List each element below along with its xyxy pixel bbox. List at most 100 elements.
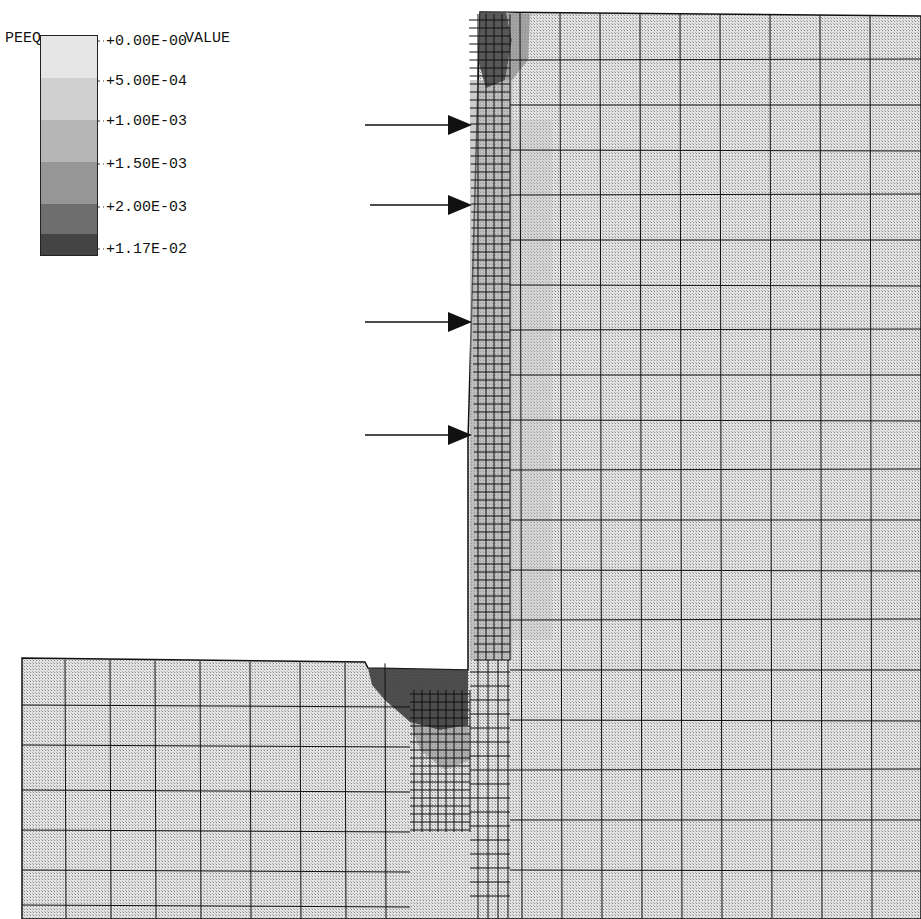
mesh-line [510, 150, 921, 151]
mesh-line [510, 670, 921, 671]
mesh-line [474, 516, 510, 517]
mesh-line [345, 663, 346, 919]
mesh-line [410, 718, 470, 719]
legend-tick [98, 207, 104, 208]
mesh-line [470, 124, 510, 125]
mesh-line [510, 619, 921, 620]
mesh-body [22, 12, 921, 919]
mesh-line [65, 660, 66, 919]
mesh-line [510, 14, 511, 660]
legend-swatch [40, 234, 98, 256]
mesh-line [471, 180, 510, 181]
legend-value: +2.00E-03 [106, 200, 187, 215]
mesh-line [410, 790, 470, 791]
mesh-line [410, 734, 470, 735]
mesh-line [22, 790, 410, 792]
mesh-line [470, 148, 510, 149]
mesh-line [486, 14, 487, 660]
mesh-line [470, 76, 510, 77]
mesh-line [22, 705, 410, 707]
mesh-line [474, 524, 510, 525]
mesh-line [410, 758, 470, 759]
mesh-line [472, 300, 510, 301]
mesh-line [472, 284, 510, 285]
mesh-line [474, 452, 510, 453]
mesh-line [470, 68, 510, 69]
mesh-line [478, 660, 479, 919]
mesh-line [410, 750, 470, 751]
mesh-line [473, 364, 510, 365]
mesh-line [494, 14, 495, 660]
mesh-line [474, 468, 510, 469]
mesh-line [472, 260, 510, 261]
mesh-line [488, 660, 489, 919]
mesh-line [250, 662, 251, 919]
mesh-line [520, 12, 522, 919]
mesh-line [474, 660, 510, 661]
legend-tick [98, 121, 104, 122]
legend-tick [98, 41, 104, 42]
mesh-line [474, 500, 510, 501]
mesh-line [470, 770, 510, 771]
mesh-line [462, 690, 463, 832]
mesh-line [22, 905, 410, 907]
mesh-line [410, 814, 470, 815]
mesh-line [410, 798, 470, 799]
mesh-line [474, 572, 510, 573]
mesh-line [510, 769, 921, 770]
mesh-line [472, 236, 510, 237]
legend-heading: VALUE [185, 31, 230, 46]
mesh-line [473, 396, 510, 397]
mesh-line [473, 372, 510, 373]
mesh-line [474, 460, 510, 461]
mesh-line [474, 420, 510, 421]
mesh-line [473, 348, 510, 349]
mesh-line [470, 840, 510, 841]
mesh-line [474, 492, 510, 493]
mesh-line [410, 694, 470, 695]
mesh-line [473, 380, 510, 381]
mesh-line [469, 60, 510, 61]
mesh-line [470, 882, 510, 883]
load-arrow [365, 312, 472, 332]
load-arrows [365, 115, 472, 445]
mesh-line [410, 822, 470, 823]
legend-swatch [40, 204, 98, 234]
mesh-line [470, 672, 510, 673]
mesh-line [510, 375, 921, 376]
mesh-line [22, 870, 410, 872]
mesh-line [508, 660, 509, 919]
mesh-line [478, 14, 479, 660]
mesh-line [473, 332, 510, 333]
mesh-line [472, 292, 510, 293]
mesh-line [470, 798, 510, 799]
mesh-lines [22, 12, 921, 919]
mesh-line [471, 196, 510, 197]
mesh-line [446, 690, 447, 832]
mesh-line [474, 540, 510, 541]
mesh-line [474, 620, 510, 621]
mesh-line [470, 742, 510, 743]
mesh-line [470, 92, 510, 93]
mesh-line [474, 532, 510, 533]
mesh-line [430, 690, 431, 832]
mesh-line [422, 690, 423, 832]
mesh-line [510, 469, 921, 470]
mesh-line [474, 404, 510, 405]
mesh-line [510, 105, 921, 106]
mesh-line [474, 580, 510, 581]
legend-swatch [40, 35, 98, 78]
mesh-line [469, 52, 510, 53]
mesh-line [471, 188, 510, 189]
mesh-line [470, 784, 510, 785]
legend-tick [98, 81, 104, 82]
mesh-line [498, 660, 499, 919]
mesh-line [510, 420, 921, 421]
load-arrow [370, 195, 472, 215]
load-arrow [365, 425, 472, 445]
mesh-line [473, 356, 510, 357]
mesh-line [474, 652, 510, 653]
legend-value: +1.17E-02 [106, 242, 187, 257]
mesh-line [470, 100, 510, 101]
